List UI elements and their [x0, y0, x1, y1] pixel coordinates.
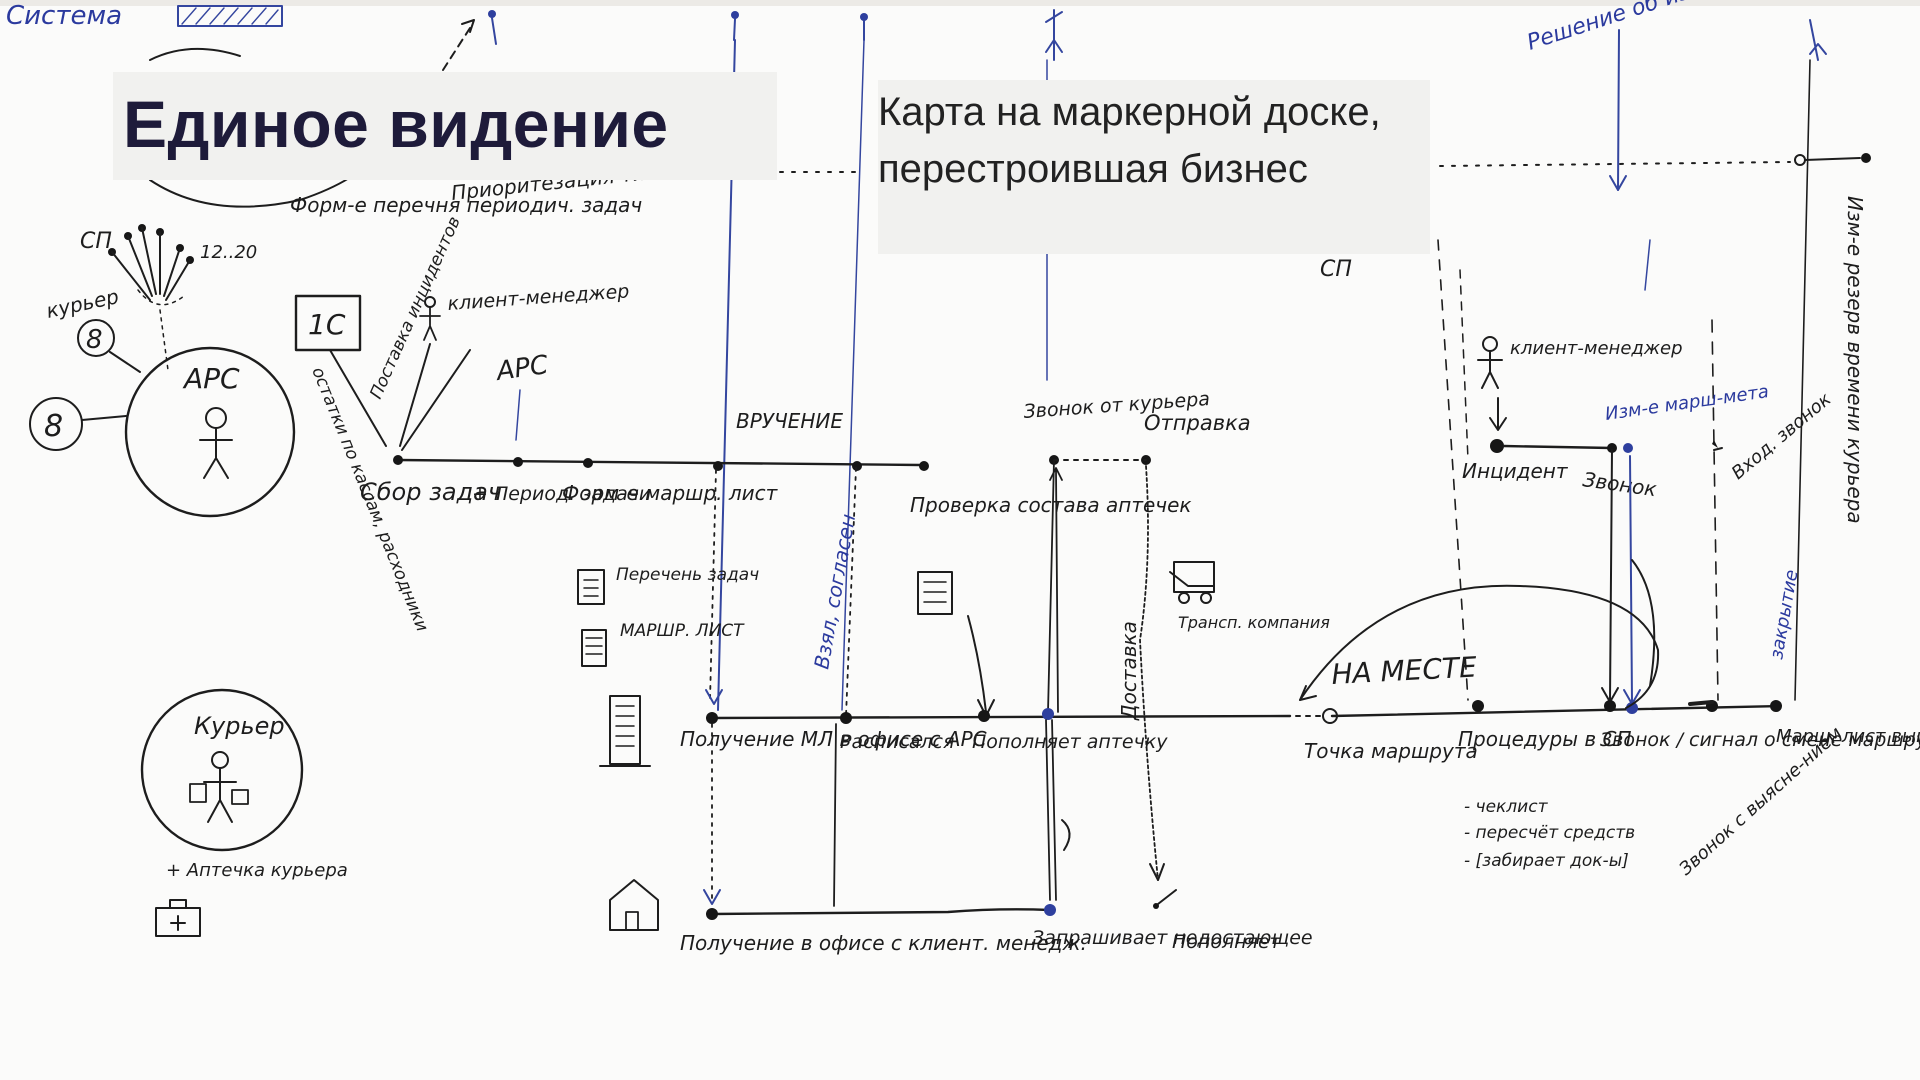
svg-text:Доставка: Доставка [1117, 621, 1141, 721]
slide-title: Единое видение [123, 87, 669, 161]
vzal-label: Взял, согласен [809, 512, 860, 671]
svg-text:Процедуры в СП: Процедуры в СП [1458, 727, 1632, 751]
svg-text:АРС: АРС [182, 362, 240, 395]
slide-subtitle: Карта на маркерной доске, перестроившая … [878, 90, 1381, 191]
svg-text:Форм-е маршр. лист: Форм-е маршр. лист [562, 481, 779, 505]
svg-text:клиент-менеджер: клиент-менеджер [447, 280, 630, 315]
sistema-label: Система [6, 1, 122, 31]
svg-text:+ Период. задачи: + Период. задачи [472, 483, 651, 505]
svg-text:Отправка: Отправка [1144, 411, 1251, 435]
svg-text:СП: СП [80, 229, 112, 254]
svg-text:Звонок: Звонок [1581, 467, 1658, 501]
svg-text:8: 8 [86, 325, 103, 355]
svg-text:Получение МЛ в офисе с АРС: Получение МЛ в офисе с АРС [680, 727, 987, 751]
svg-text:8: 8 [44, 409, 63, 444]
svg-text:Получение в офисе с клиент. ме: Получение в офисе с клиент. менедж. [680, 931, 1087, 955]
svg-text:Пополняет аптечку: Пополняет аптечку [972, 731, 1168, 753]
svg-text:Сбор задач: Сбор задач [360, 478, 502, 506]
svg-text:Звонок / сигнал о смене маршру: Звонок / сигнал о смене маршрута [1600, 729, 1920, 751]
svg-text:Перечень задач: Перечень задач [616, 565, 759, 585]
svg-text:МАРШР. ЛИСТ: МАРШР. ЛИСТ [620, 621, 745, 641]
svg-text:Трансп. компания: Трансп. компания [1178, 613, 1330, 632]
subtitle-box: Карта на маркерной доске, перестроившая … [878, 80, 1430, 254]
svg-text:Запрашивает недостающее: Запрашивает недостающее [1032, 927, 1313, 949]
svg-text:- чеклист: - чеклист [1464, 797, 1549, 817]
svg-text:курьер: курьер [44, 284, 121, 323]
svg-text:Курьер: Курьер [194, 712, 285, 740]
svg-text:Проверка состава аптечек: Проверка состава аптечек [910, 493, 1191, 517]
svg-text:+ Аптечка курьера: + Аптечка курьера [166, 860, 348, 881]
svg-text:клиент-менеджер: клиент-менеджер [1510, 338, 1683, 359]
svg-text:НА МЕСТЕ: НА МЕСТЕ [1331, 650, 1478, 691]
system-top-lines [442, 9, 1827, 71]
svg-text:Решение об изм-нии маршрута: Решение об изм-нии маршрута [1524, 0, 1876, 56]
svg-text:Пополняет: Пополняет [1172, 931, 1282, 953]
title-box: Единое видение [113, 72, 777, 180]
svg-text:Изм-е марш-мета: Изм-е марш-мета [1604, 381, 1770, 425]
right-top-cluster: клиент-менеджер Инцидент Звонок Изм-е ма… [1462, 336, 1835, 705]
svg-text:Инцидент: Инцидент [1462, 459, 1569, 483]
svg-text:- [забирает док-ы]: - [забирает док-ы] [1464, 851, 1629, 871]
svg-text:Марш. лист выполнен !!: Марш. лист выполнен !! [1776, 726, 1920, 747]
svg-text:ВРУЧЕНИЕ: ВРУЧЕНИЕ [736, 409, 843, 433]
reshenie-annotation: Решение об изм-нии маршрута [1524, 0, 1876, 56]
svg-text:1С: 1С [308, 308, 346, 341]
izm-rezerv-label: Изм-е резерв времени курьера [1843, 196, 1867, 524]
lower-left-courier: Курьер + Аптечка курьера [140, 688, 348, 937]
svg-text:- пересчёт средств: - пересчёт средств [1464, 823, 1635, 843]
svg-text:Точка маршрута: Точка маршрута [1304, 739, 1478, 763]
otpravka-cluster: Звонок от курьера Отправка Доставка Тран… [1023, 257, 1352, 881]
main-top-flow: Сбор задач + Период. задачи Форм-е маршр… [360, 409, 1191, 517]
svg-text:АРС: АРС [493, 350, 551, 387]
svg-text:Форм-е перечня периодич. задач: Форм-е перечня периодич. задач [290, 193, 642, 217]
main-bottom-flow: Получение МЛ в офисе с АРС Расписался По… [680, 584, 1920, 880]
svg-text:Расписался: Расписался [840, 731, 954, 753]
final-row: Получение в офисе с клиент. менедж. Запр… [680, 889, 1313, 955]
svg-text:12..20: 12..20 [200, 242, 257, 263]
svg-text:СП: СП [1320, 257, 1352, 282]
legend: Перечень задач МАРШР. ЛИСТ [577, 565, 759, 767]
